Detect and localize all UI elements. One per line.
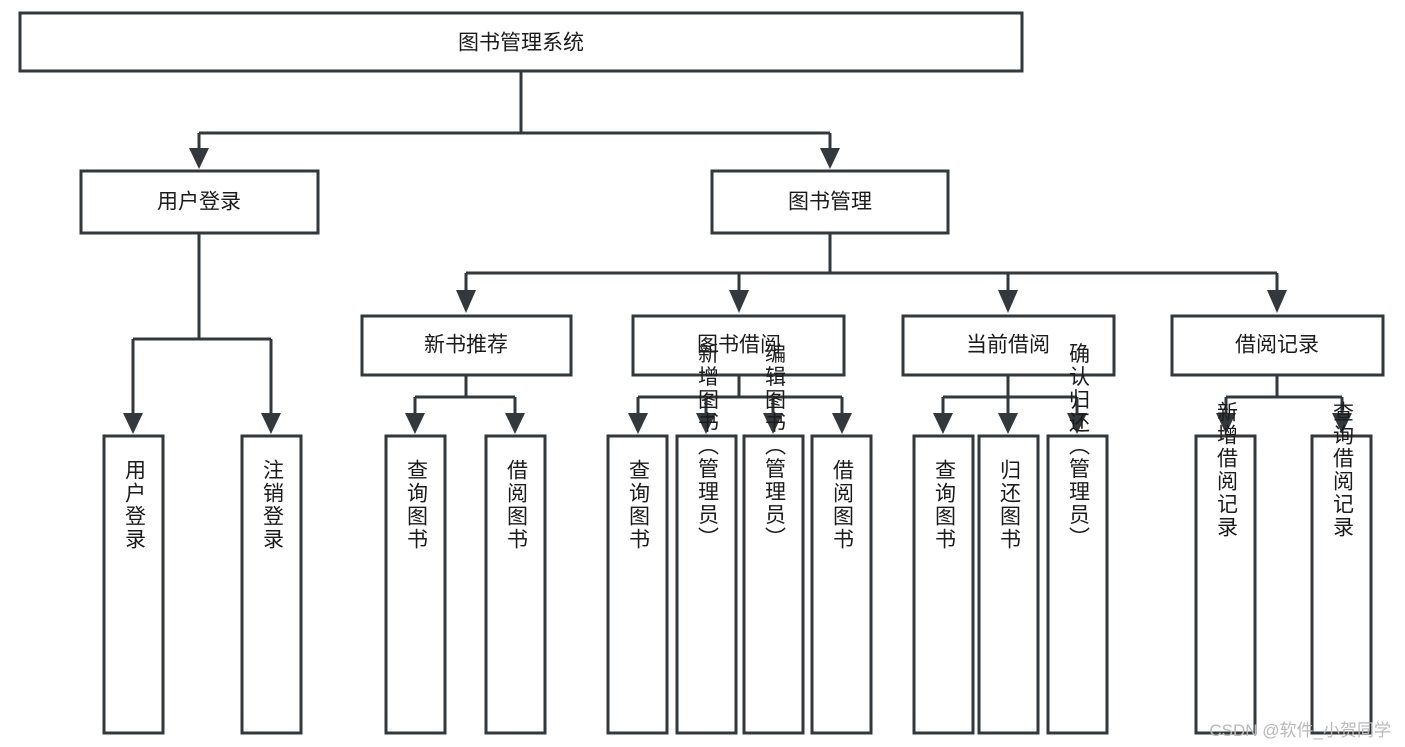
node-leaf-query-book-2-label: 查询图书 — [627, 459, 651, 551]
node-leaf-add-borrow-record-label: 新增借阅记录 — [1215, 401, 1239, 539]
node-leaf-borrow-book-1-box[interactable] — [484, 434, 547, 735]
connector-root-to-level1 — [189, 72, 840, 169]
node-root-label: 图书管理系统 — [458, 32, 584, 55]
node-leaf-borrow-book-2-label: 借阅图书 — [831, 459, 855, 551]
arrow-head-leaf-add-borrow-record — [1216, 413, 1236, 434]
arrow-head-leaf-query-borrow-record — [1332, 413, 1352, 434]
node-leaf-user-login[interactable]: 用户登录 — [102, 434, 165, 735]
arrow-head-leaf-borrow-book-1 — [505, 413, 525, 434]
node-leaf-query-book-3[interactable]: 查询图书 — [912, 434, 975, 735]
node-leaf-user-login-label: 用户登录 — [123, 459, 147, 551]
node-leaf-confirm-return-label: 确认归还（管理员） — [1067, 343, 1091, 550]
node-user-login-label: 用户登录 — [157, 191, 241, 214]
arrow-head-leaf-return-book — [998, 413, 1018, 434]
node-book-borrow[interactable]: 图书借阅 — [631, 314, 846, 377]
node-new-book-recommend[interactable]: 新书推荐 — [360, 314, 573, 377]
connector-user-login-to-leaves — [123, 233, 281, 434]
node-leaf-query-borrow-record[interactable]: 查询借阅记录 — [1310, 401, 1373, 735]
node-leaf-borrow-book-1-label: 借阅图书 — [505, 459, 529, 551]
node-leaf-return-book-label: 归还图书 — [998, 459, 1022, 551]
node-current-borrow-box[interactable] — [901, 314, 1116, 377]
node-leaf-edit-book[interactable]: 编辑图书（管理员） — [742, 343, 805, 735]
node-book-borrow-box[interactable] — [631, 314, 846, 377]
arrow-head-user-login — [189, 148, 209, 169]
node-leaf-borrow-book-2-box[interactable] — [810, 434, 873, 735]
node-leaf-logout-login-label: 注销登录 — [261, 459, 285, 551]
node-current-borrow-label: 当前借阅 — [966, 334, 1050, 357]
node-leaf-add-book-box[interactable] — [675, 434, 738, 735]
node-leaf-add-book-label: 新增图书（管理员） — [696, 343, 720, 550]
connector-book-borrow-to-leaves — [628, 375, 852, 434]
connector-current-borrow-to-leaves — [933, 375, 1087, 434]
arrow-head-book-management — [820, 148, 840, 169]
node-book-management-box[interactable] — [710, 169, 950, 235]
node-leaf-edit-book-box[interactable] — [742, 434, 805, 735]
node-leaf-user-login-box[interactable] — [102, 434, 165, 735]
node-leaf-logout-login-box[interactable] — [240, 434, 303, 735]
node-leaf-return-book[interactable]: 归还图书 — [977, 434, 1040, 735]
node-new-book-recommend-label: 新书推荐 — [424, 334, 508, 357]
arrow-head-leaf-confirm-return — [1067, 413, 1087, 434]
node-leaf-add-book[interactable]: 新增图书（管理员） — [675, 343, 738, 735]
node-root-box[interactable] — [18, 11, 1024, 73]
node-leaf-query-book-1-label: 查询图书 — [405, 459, 429, 551]
arrow-head-leaf-query-book-1 — [405, 413, 425, 434]
node-leaf-logout-login[interactable]: 注销登录 — [240, 434, 303, 735]
node-book-borrow-label: 图书借阅 — [697, 334, 781, 357]
node-borrow-record[interactable]: 借阅记录 — [1170, 314, 1385, 377]
arrow-head-book-borrow — [729, 290, 749, 313]
node-user-login-box[interactable] — [79, 169, 320, 235]
node-leaf-add-borrow-record[interactable]: 新增借阅记录 — [1194, 401, 1257, 735]
node-new-book-recommend-box[interactable] — [360, 314, 573, 377]
node-leaf-query-book-3-label: 查询图书 — [933, 459, 957, 551]
node-borrow-record-box[interactable] — [1170, 314, 1385, 377]
node-leaf-query-borrow-record-label: 查询借阅记录 — [1331, 401, 1355, 539]
node-leaf-confirm-return-box[interactable] — [1046, 434, 1109, 735]
arrow-head-leaf-query-book-2 — [628, 413, 648, 434]
node-leaf-borrow-book-1[interactable]: 借阅图书 — [484, 434, 547, 735]
node-current-borrow[interactable]: 当前借阅 — [901, 314, 1116, 377]
node-leaf-query-borrow-record-box[interactable] — [1310, 434, 1373, 735]
arrow-head-leaf-logout-login — [261, 413, 281, 434]
arrow-head-new-book-recommend — [456, 290, 476, 313]
connector-book-management-to-level2 — [456, 233, 1287, 313]
arrow-head-borrow-record — [1267, 290, 1287, 313]
node-leaf-query-book-1-box[interactable] — [384, 434, 447, 735]
arrow-head-current-borrow — [998, 290, 1018, 313]
csdn-watermark: CSDN @软件_小贺同学 — [1209, 721, 1391, 740]
node-borrow-record-label: 借阅记录 — [1235, 334, 1319, 357]
node-leaf-confirm-return[interactable]: 确认归还（管理员） — [1046, 343, 1109, 735]
arrow-head-leaf-borrow-book-2 — [832, 413, 852, 434]
arrow-head-leaf-edit-book — [763, 413, 783, 434]
node-leaf-add-borrow-record-box[interactable] — [1194, 434, 1257, 735]
node-leaf-borrow-book-2[interactable]: 借阅图书 — [810, 434, 873, 735]
node-root[interactable]: 图书管理系统 — [18, 11, 1024, 73]
arrow-head-leaf-add-book — [696, 413, 716, 434]
connector-new-book-recommend-to-leaves — [405, 375, 525, 434]
arrow-head-leaf-user-login — [123, 413, 143, 434]
node-leaf-return-book-box[interactable] — [977, 434, 1040, 735]
node-user-login[interactable]: 用户登录 — [79, 169, 320, 235]
arrow-head-leaf-query-book-3 — [933, 413, 953, 434]
node-leaf-query-book-2[interactable]: 查询图书 — [606, 434, 669, 735]
connector-borrow-record-to-leaves — [1216, 375, 1352, 434]
node-leaf-query-book-1[interactable]: 查询图书 — [384, 434, 447, 735]
node-leaf-query-book-2-box[interactable] — [606, 434, 669, 735]
node-book-management[interactable]: 图书管理 — [710, 169, 950, 235]
node-book-management-label: 图书管理 — [788, 191, 872, 214]
node-leaf-edit-book-label: 编辑图书（管理员） — [763, 343, 787, 550]
node-leaf-query-book-3-box[interactable] — [912, 434, 975, 735]
